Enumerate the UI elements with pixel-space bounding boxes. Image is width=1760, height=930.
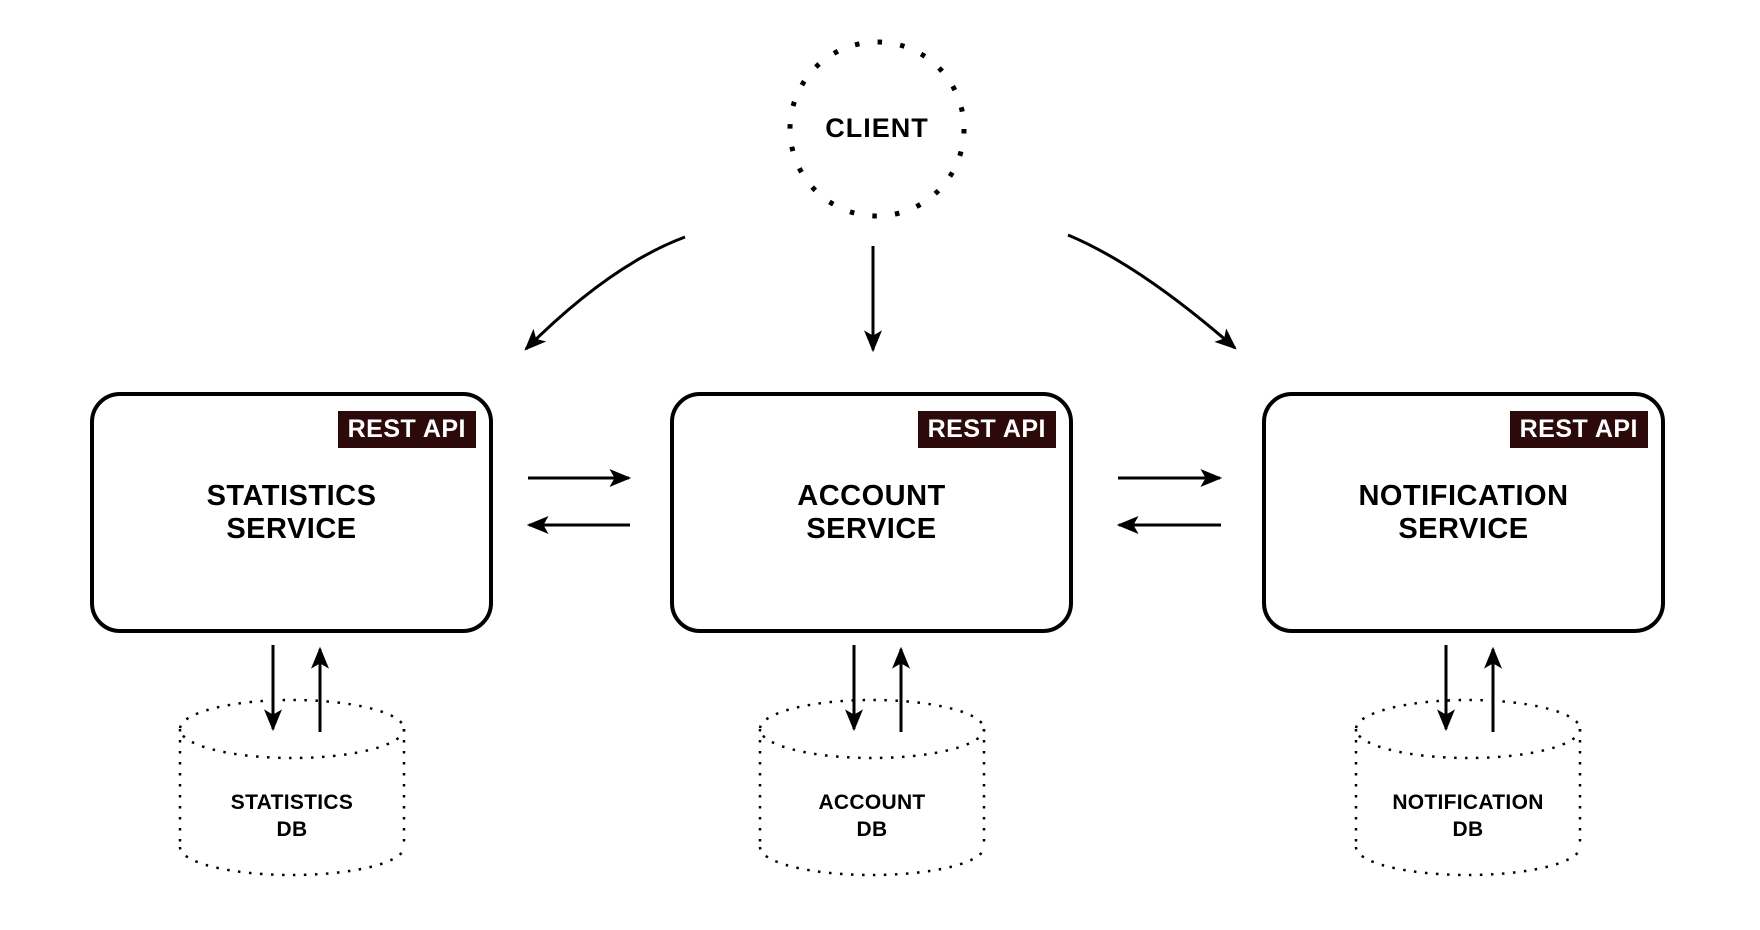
account-service-node: REST API ACCOUNT SERVICE [670, 392, 1073, 633]
statistics-service-node: REST API STATISTICS SERVICE [90, 392, 493, 633]
notification-service-label: NOTIFICATION SERVICE [1358, 479, 1569, 545]
statistics-db-cylinder [178, 698, 406, 877]
account-rest-api-badge: REST API [917, 411, 1056, 448]
client-node-label: CLIENT [825, 113, 929, 143]
account-db-cylinder [758, 698, 986, 877]
client-to-notification-arrow [1067, 233, 1237, 350]
client-to-statistics-arrow [524, 235, 686, 351]
notification-db-label: NOTIFICATION DB [1392, 791, 1544, 841]
notification-db-cylinder [1354, 698, 1582, 877]
account-service-label: ACCOUNT SERVICE [797, 479, 946, 545]
account-db-label: ACCOUNT DB [818, 791, 926, 841]
statistics-rest-api-badge: REST API [337, 411, 476, 448]
notification-service-node: REST API NOTIFICATION SERVICE [1262, 392, 1665, 633]
statistics-db-label: STATISTICS DB [230, 791, 354, 841]
statistics-service-label: STATISTICS SERVICE [206, 479, 377, 545]
client-node-circle [787, 39, 967, 219]
notification-rest-api-badge: REST API [1509, 411, 1648, 448]
